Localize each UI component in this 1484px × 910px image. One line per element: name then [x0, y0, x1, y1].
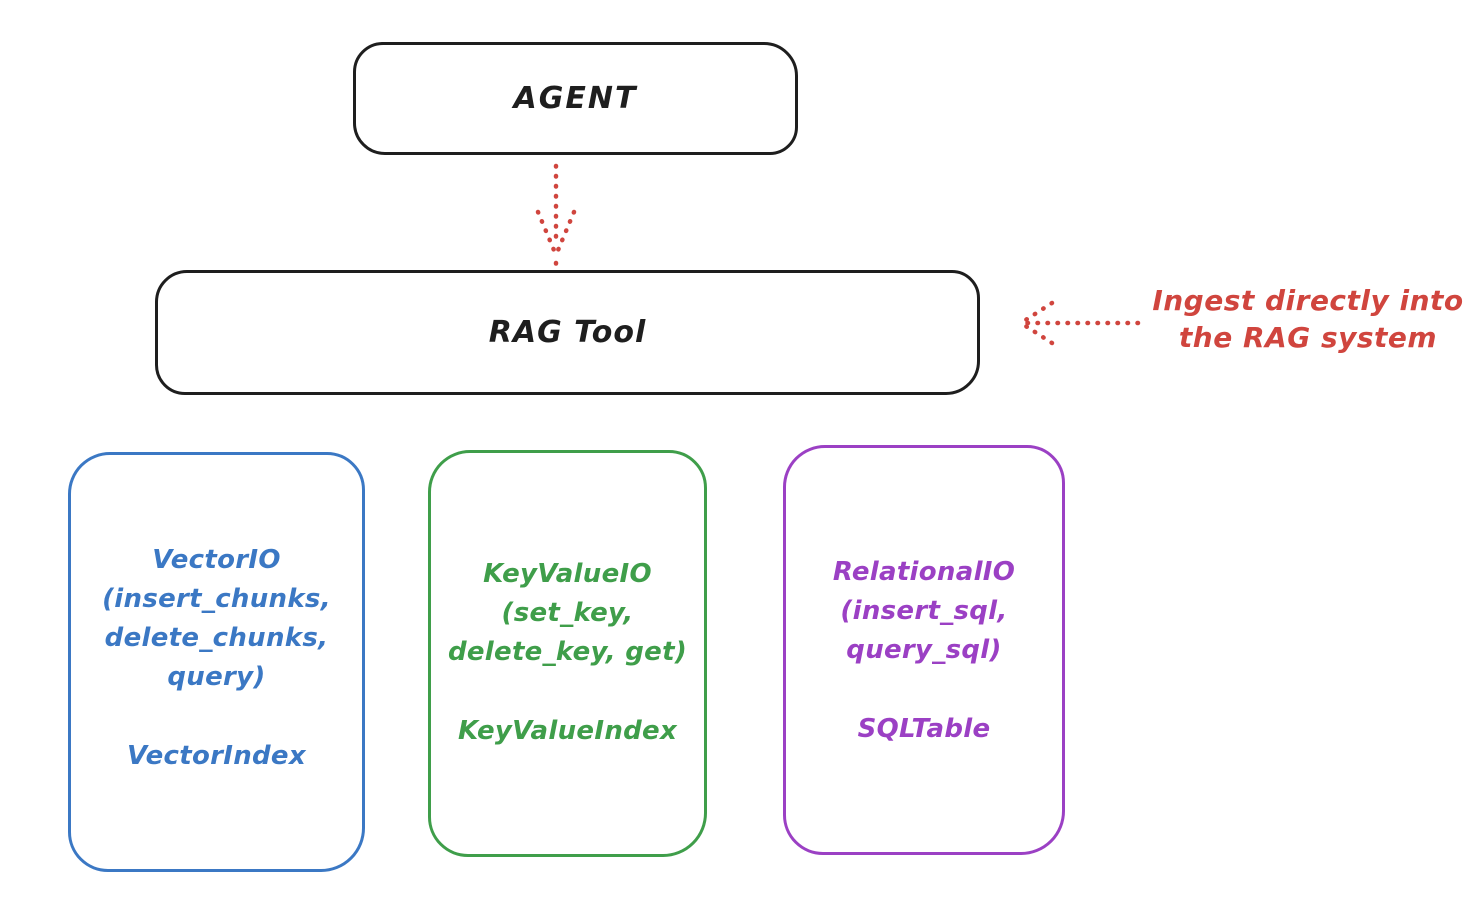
ingest-annotation-line2: the RAG system — [1178, 321, 1438, 354]
rag-tool-node: RAG Tool — [155, 270, 980, 395]
ingest-annotation: Ingest directly into the RAG system — [1140, 282, 1476, 356]
vector-io-text: VectorIO (insert_chunks, delete_chunks, … — [71, 541, 362, 776]
key-value-io-text: KeyValueIO (set_key, delete_key, get) Ke… — [431, 555, 704, 751]
vector-io-title: VectorIO — [152, 545, 281, 575]
sql-table-label: SQLTable — [857, 714, 991, 744]
key-value-io-methods-line2: delete_key, get) — [447, 637, 688, 667]
vector-index-label: VectorIndex — [127, 741, 306, 771]
vector-io-methods-line2: delete_chunks, — [104, 623, 329, 653]
relational-io-node: RelationalIO (insert_sql, query_sql) SQL… — [783, 445, 1065, 855]
ingest-annotation-line1: Ingest directly into — [1152, 284, 1464, 317]
agent-label: AGENT — [513, 81, 638, 116]
key-value-io-node: KeyValueIO (set_key, delete_key, get) Ke… — [428, 450, 707, 857]
agent-to-rag-tool-arrow-icon — [535, 163, 577, 267]
relational-io-methods-line1: (insert_sql, — [840, 596, 1008, 626]
relational-io-methods-line2: query_sql) — [846, 635, 1002, 665]
relational-io-text: RelationalIO (insert_sql, query_sql) SQL… — [786, 553, 1062, 749]
agent-node: AGENT — [353, 42, 798, 155]
vector-io-methods-line1: (insert_chunks, — [102, 584, 331, 614]
relational-io-title: RelationalIO — [832, 557, 1016, 587]
key-value-io-title: KeyValueIO — [483, 559, 652, 589]
key-value-io-methods-line1: (set_key, — [501, 598, 634, 628]
key-value-index-label: KeyValueIndex — [457, 716, 678, 746]
annotation-to-rag-tool-arrow-icon — [1018, 300, 1141, 346]
vector-io-node: VectorIO (insert_chunks, delete_chunks, … — [68, 452, 365, 872]
vector-io-methods-line3: query) — [167, 662, 266, 692]
rag-tool-label: RAG Tool — [488, 315, 647, 350]
